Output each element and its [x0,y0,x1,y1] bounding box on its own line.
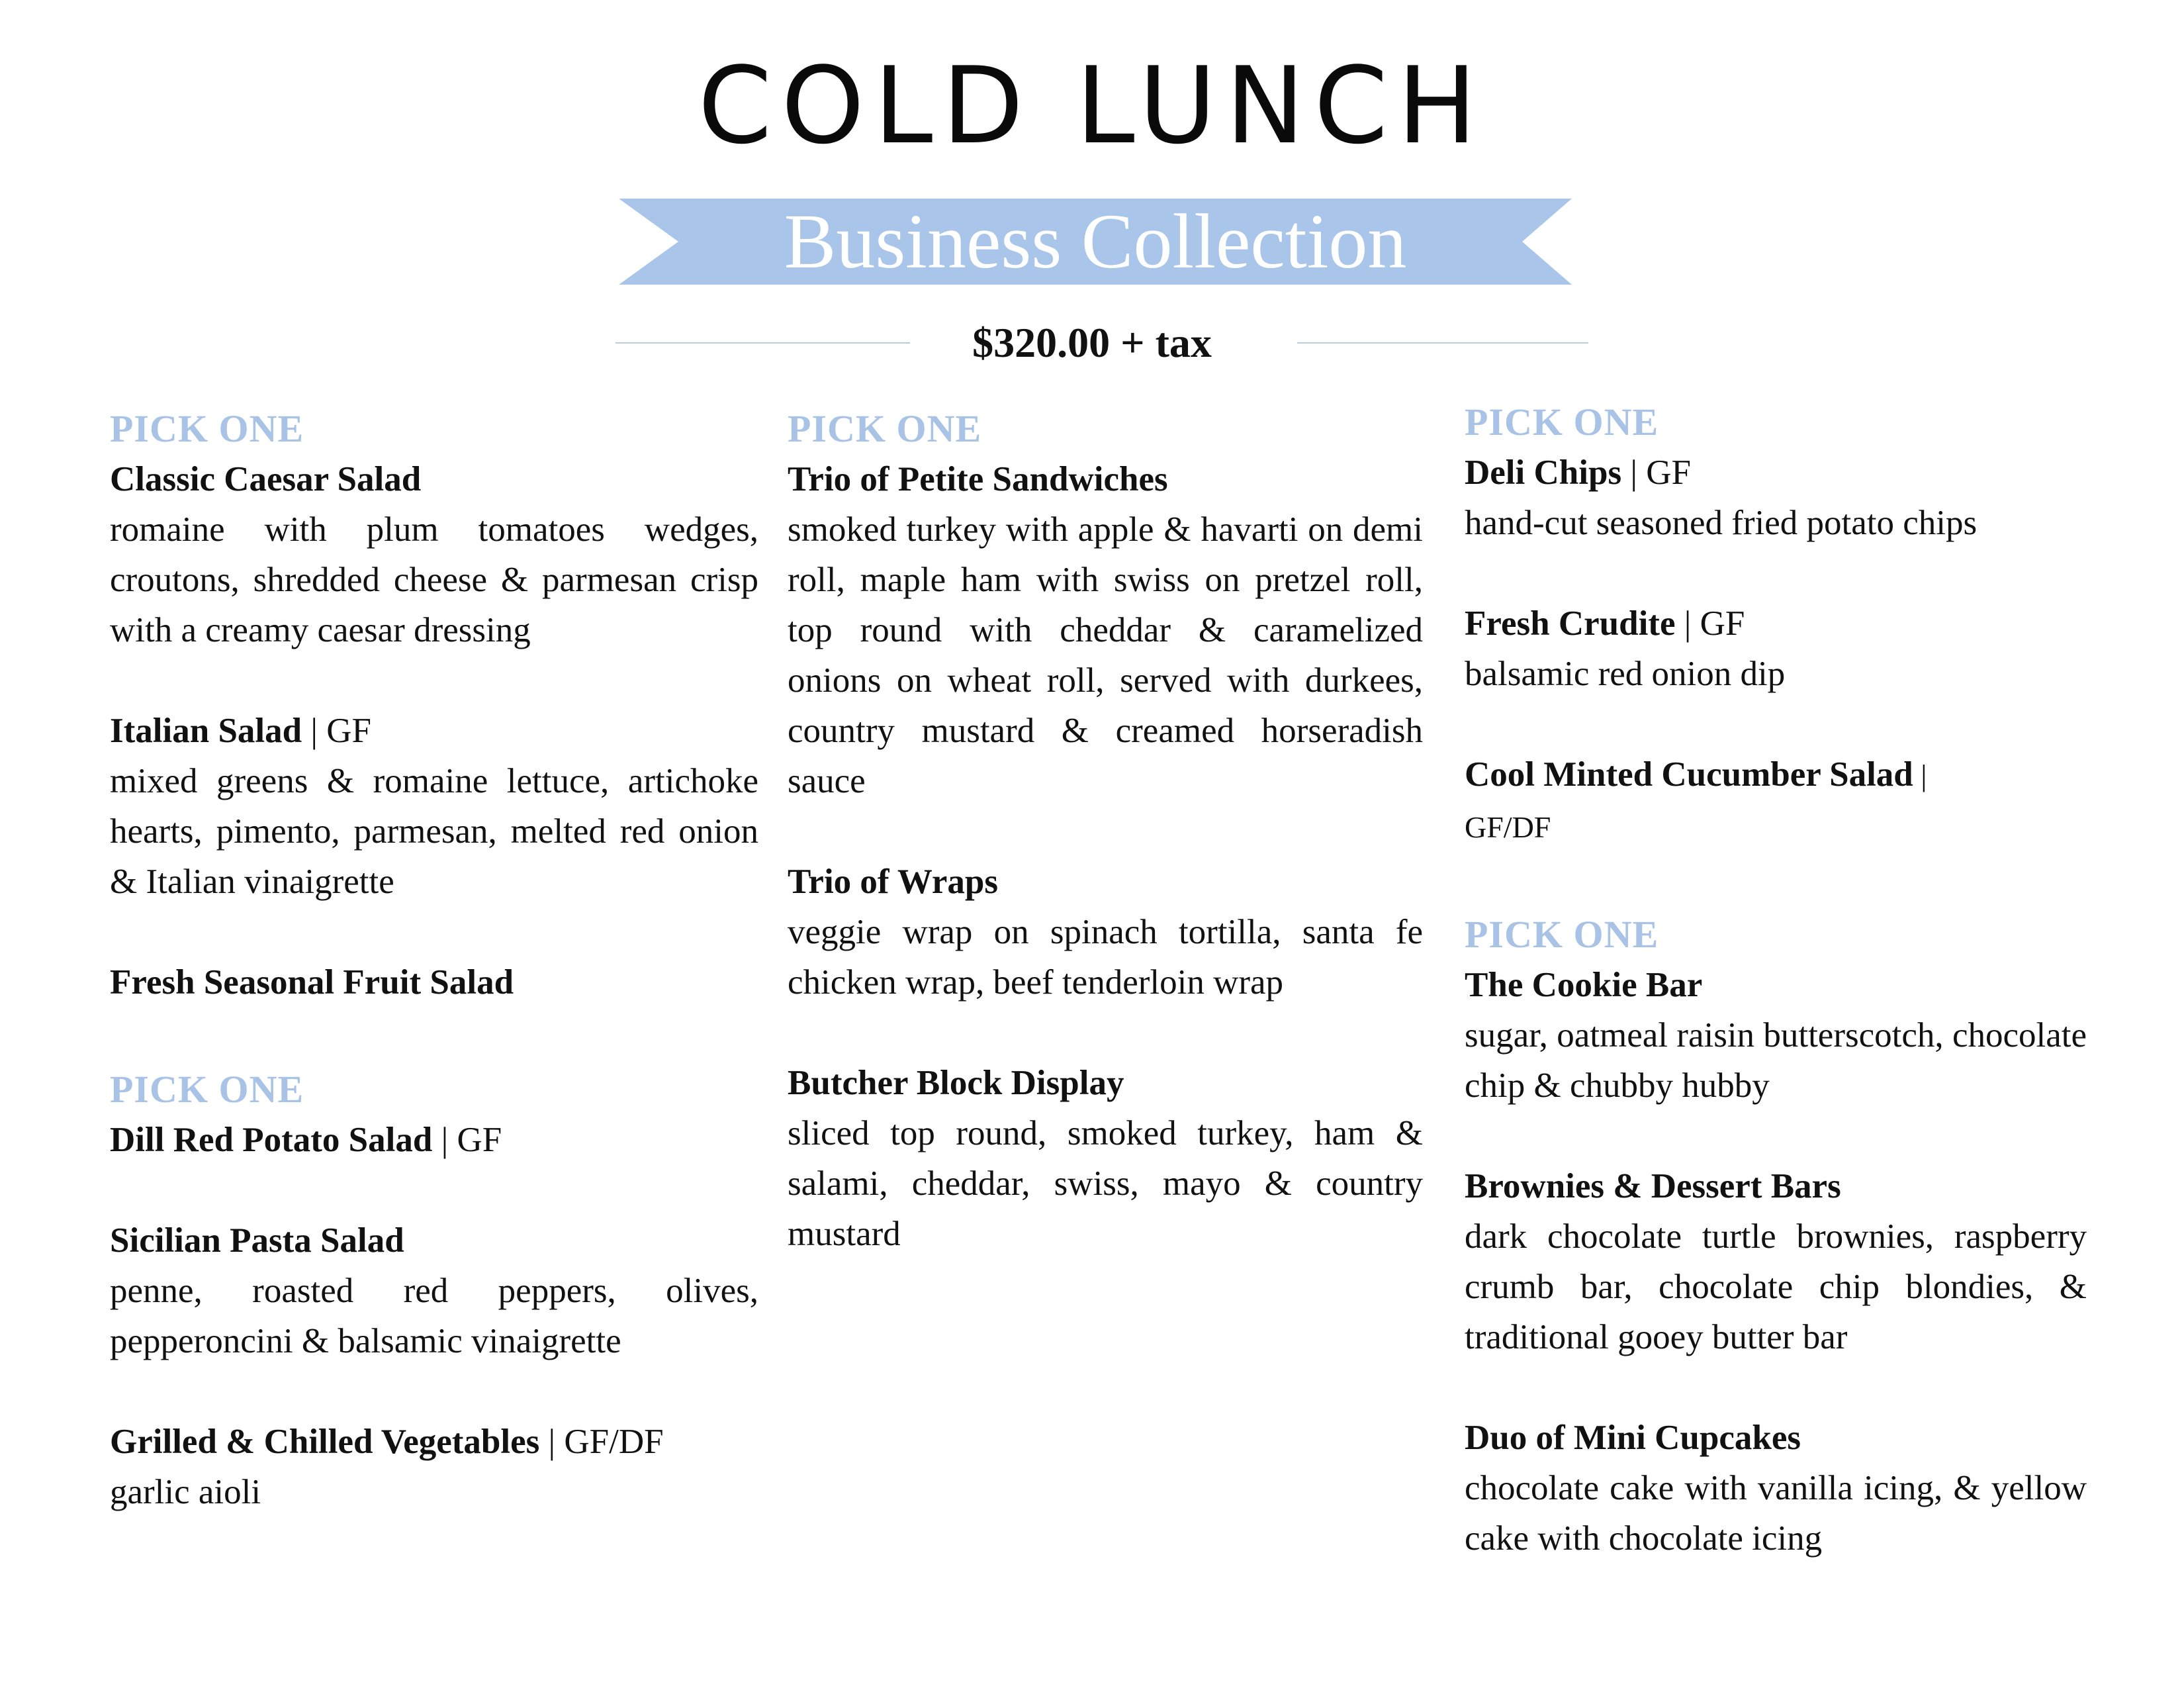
menu-item-description: veggie wrap on spinach tortilla, santa f… [788,913,1423,1002]
menu-item-description: chocolate cake with vanilla icing, & yel… [1465,1469,2087,1558]
menu-item-name: Trio of Wraps [788,863,999,901]
menu-item-name: Classic Caesar Salad [110,460,422,498]
menu-item-name: Italian Salad [110,712,302,750]
menu-item: Grilled & Chilled Vegetables | GF/DF gar… [110,1417,758,1517]
dietary-tag: | GF [302,712,372,750]
menu-item-description: smoked turkey with apple & havarti on de… [788,510,1423,800]
dietary-tag: | GF [1675,604,1745,643]
menu-item-description: hand-cut seasoned fried potato chips [1465,504,1978,542]
menu-section: PICK ONE Deli Chips | GF hand-cut season… [1465,397,2087,853]
menu-item-name: Grilled & Chilled Vegetables [110,1423,540,1461]
menu-item-title: Duo of Mini Cupcakes [1465,1413,2087,1463]
menu-item: Classic Caesar Salad romaine with plum t… [110,454,758,655]
section-heading: PICK ONE [1465,913,1659,956]
menu-item-name: Brownies & Dessert Bars [1465,1167,1841,1205]
menu-section: PICK ONE The Cookie Bar sugar, oatmeal r… [1465,910,2087,1564]
menu-item-name: Fresh Seasonal Fruit Salad [110,963,514,1002]
menu-item: Cool Minted Cucumber Salad | GF/DF [1465,749,2087,853]
ribbon-label: Business Collection [784,198,1407,285]
menu-item-title: Italian Salad | GF [110,706,758,756]
menu-item-title: Cool Minted Cucumber Salad | GF/DF [1465,749,1928,853]
menu-section: PICK ONE Classic Caesar Salad romaine wi… [110,404,758,1008]
menu-column-2: PICK ONE Trio of Petite Sandwiches smoke… [788,404,1423,1309]
dietary-tag: | GF [1621,453,1691,492]
menu-item-name: Trio of Petite Sandwiches [788,460,1168,498]
menu-item-title: Fresh Seasonal Fruit Salad [110,957,758,1008]
menu-item-title: Trio of Wraps [788,857,1423,907]
menu-item-title: Grilled & Chilled Vegetables | GF/DF [110,1417,758,1467]
menu-section: PICK ONE Dill Red Potato Salad | GF Sici… [110,1064,758,1517]
dietary-tag: | GF [432,1121,502,1159]
menu-column-1: PICK ONE Classic Caesar Salad romaine wi… [110,404,758,1568]
price-rule-left [615,342,910,344]
menu-item-name: Deli Chips [1465,453,1622,492]
menu-item-title: Brownies & Dessert Bars [1465,1161,2087,1211]
ribbon-shape [619,199,1572,285]
section-heading: PICK ONE [110,407,304,450]
ribbon-banner: Business Collection [619,199,1572,285]
menu-item: Sicilian Pasta Salad penne, roasted red … [110,1215,758,1366]
menu-item-title: Trio of Petite Sandwiches [788,454,1423,504]
menu-item-name: Butcher Block Display [788,1064,1124,1102]
menu-item: Deli Chips | GF hand-cut seasoned fried … [1465,447,2087,548]
page-title: COLD LUNCH [698,44,1486,167]
dietary-tag: | GF/DF [539,1423,664,1461]
menu-item: Dill Red Potato Salad | GF [110,1115,758,1165]
menu-item: Brownies & Dessert Bars dark chocolate t… [1465,1161,2087,1362]
menu-item-description: balsamic red onion dip [1465,655,1786,693]
menu-section: PICK ONE Trio of Petite Sandwiches smoke… [788,404,1423,1259]
menu-item-title: Dill Red Potato Salad | GF [110,1115,758,1165]
price-label: $320.00 + tax [972,319,1212,366]
menu-item-name: Sicilian Pasta Salad [110,1221,404,1260]
menu-item-name: Duo of Mini Cupcakes [1465,1419,1801,1457]
menu-item-description: romaine with plum tomatoes wedges, crout… [110,510,758,649]
menu-item-description: sugar, oatmeal raisin butterscotch, choc… [1465,1016,2087,1105]
menu-item-name: Fresh Crudite [1465,604,1676,643]
menu-item: Butcher Block Display sliced top round, … [788,1058,1423,1259]
menu-item-description: mixed greens & romaine lettuce, artichok… [110,762,758,901]
menu-item: Italian Salad | GF mixed greens & romain… [110,706,758,907]
menu-item-name: Cool Minted Cucumber Salad [1465,755,1913,794]
section-heading: PICK ONE [1465,400,1659,444]
menu-item-title: Deli Chips | GF [1465,447,2087,498]
menu-item: Trio of Wraps veggie wrap on spinach tor… [788,857,1423,1008]
menu-item-title: Butcher Block Display [788,1058,1423,1108]
price-rule-right [1297,342,1588,344]
menu-item: Duo of Mini Cupcakes chocolate cake with… [1465,1413,2087,1564]
menu-item-title: The Cookie Bar [1465,960,2087,1010]
menu-item-name: The Cookie Bar [1465,966,1703,1004]
menu-item-title: Classic Caesar Salad [110,454,758,504]
menu-item-description: sliced top round, smoked turkey, ham & s… [788,1114,1423,1253]
menu-item-name: Dill Red Potato Salad [110,1121,433,1159]
menu-item-description: dark chocolate turtle brownies, raspberr… [1465,1217,2087,1356]
menu-item: The Cookie Bar sugar, oatmeal raisin but… [1465,960,2087,1111]
dietary-tag: | GF/DF [1465,759,1927,844]
menu-item: Trio of Petite Sandwiches smoked turkey … [788,454,1423,806]
section-heading: PICK ONE [788,407,982,450]
menu-item-title: Fresh Crudite | GF [1465,598,2087,649]
section-heading: PICK ONE [110,1068,304,1111]
menu-item-title: Sicilian Pasta Salad [110,1215,758,1266]
menu-item: Fresh Seasonal Fruit Salad [110,957,758,1008]
menu-item-description: penne, roasted red peppers, olives, pepp… [110,1272,758,1360]
menu-item: Fresh Crudite | GF balsamic red onion di… [1465,598,2087,699]
menu-column-3: PICK ONE Deli Chips | GF hand-cut season… [1465,397,2087,1614]
menu-item-description: garlic aioli [110,1473,261,1511]
